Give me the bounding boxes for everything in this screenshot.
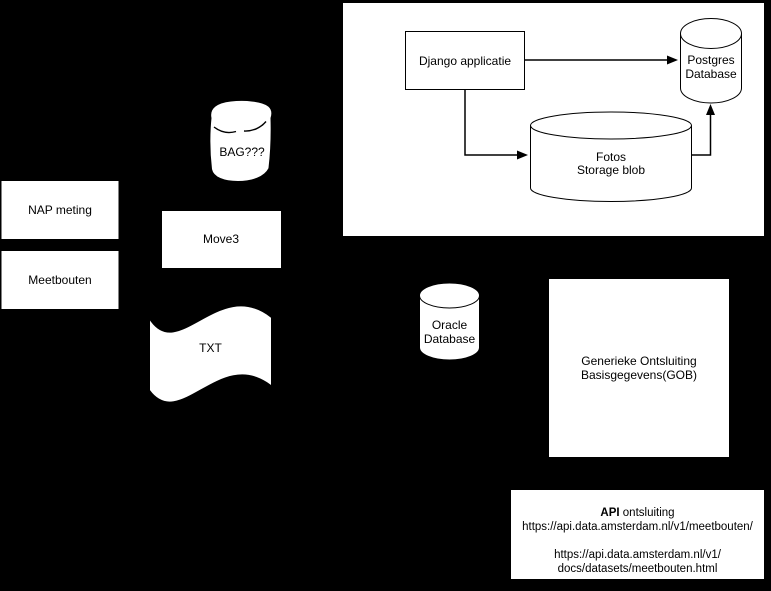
meetbouten-box: [0, 250, 120, 310]
meetbouten-label: Meetbouten: [28, 272, 92, 287]
gob-label-line2: Basisgegevens(GOB): [580, 368, 698, 382]
api-label: API ontsluiting https://api.data.amsterd…: [511, 506, 764, 576]
oracle-cylinder-top: [419, 282, 480, 309]
api-title-rest: ontsluiting: [622, 507, 675, 519]
postgres-label: Postgres Database: [680, 53, 742, 81]
move3-box: [161, 210, 282, 269]
fotos-label-line1: Fotos: [595, 150, 626, 164]
oracle-label-line1: Oracle: [431, 318, 468, 332]
bag-label: BAG???: [219, 145, 265, 159]
postgres-label-line1: Postgres: [687, 53, 735, 67]
django-box: [405, 31, 525, 90]
bag-rim-stroke-left: [213, 126, 237, 134]
api-url-docs-line2: docs/datasets/meetbouten.html: [557, 563, 718, 575]
gob-label-line1: Generieke Ontsluiting: [581, 354, 697, 368]
nap-meting-box: [0, 180, 120, 240]
oracle-label-line2: Database: [423, 331, 476, 346]
fotos-label-line2: Storage blob: [576, 163, 646, 177]
gob-label: Generieke Ontsluiting Basisgegevens(GOB): [548, 278, 730, 458]
postgres-cylinder-top: [680, 18, 742, 49]
fotos-label: Fotos Storage blob: [530, 151, 692, 177]
oracle-label: Oracle Database: [419, 318, 480, 346]
fotos-cylinder: [530, 125, 692, 202]
api-blank-line: [511, 534, 764, 548]
txt-label: TXT: [199, 341, 222, 355]
bag-rim-stroke-right: [243, 121, 267, 132]
bag-sketch-cylinder: [210, 100, 272, 182]
django-label: Django applicatie: [418, 53, 512, 68]
api-title: API ontsluiting: [511, 506, 764, 520]
api-url-meetbouten: https://api.data.amsterdam.nl/v1/meetbou…: [522, 521, 753, 533]
edge-django-to-fotos: [464, 90, 528, 160]
api-box: [510, 489, 765, 580]
api-url-docs-line1: https://api.data.amsterdam.nl/v1/: [554, 549, 721, 561]
postgres-label-line2: Database: [685, 67, 737, 81]
txt-tape-shape: [150, 306, 271, 402]
api-title-bold: API: [600, 507, 620, 519]
edge-fotos-to-postgres: [691, 104, 715, 156]
gob-box: [548, 278, 730, 458]
fotos-cylinder-top: [530, 111, 692, 140]
oracle-cylinder: [419, 295, 480, 361]
nap-meting-label: NAP meting: [28, 202, 92, 217]
postgres-cylinder: [680, 33, 742, 104]
move3-label: Move3: [202, 232, 240, 246]
